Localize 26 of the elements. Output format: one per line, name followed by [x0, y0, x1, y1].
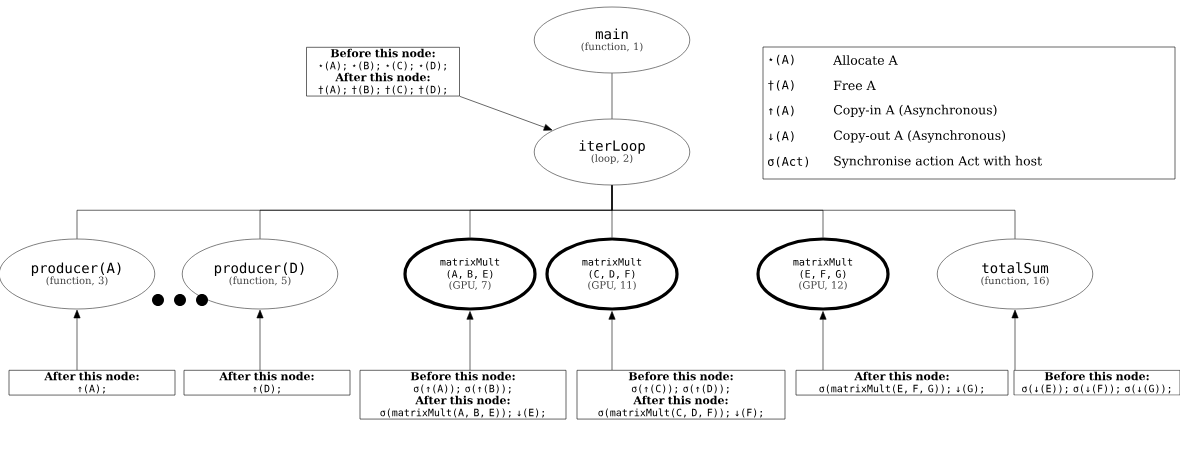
tree-line [611, 184, 1016, 240]
arrow [608, 311, 616, 371]
annotation-box: Before this node: σ(↓(E)); σ(↓(F)); σ(↓(G)); [1013, 370, 1180, 396]
legend-symbol: ↑(A) [768, 105, 794, 117]
legend-description: Synchronise action Act with host [834, 155, 1042, 169]
annotation-box: After this node: ↑(A); [8, 370, 176, 396]
arrow [466, 311, 474, 371]
annotation-box: After this node: σ(matrixMult(E, F, G)); ↓(G); [795, 370, 1009, 396]
arrow [1011, 309, 1019, 371]
annotation-box: Before this node: ⋆(A); ⋆(B); ⋆(C); ⋆(D); After this node: †(A); †(B); †(C); †(D); [306, 47, 460, 97]
legend-symbol: σ(Act) [768, 156, 809, 168]
legend-symbol: ⋆(A) [768, 54, 794, 66]
arrow [819, 311, 827, 371]
annotation-box: Before this node: σ(↑(C)); σ(↑(D)); After this node: σ(matrixMult(C, D, F)); ↓(F); [576, 370, 786, 420]
tree-line [611, 72, 613, 120]
legend-description: Copy-in A (Asynchronous) [833, 104, 997, 118]
arrow [459, 96, 553, 131]
legend-symbol: †(A) [768, 80, 794, 91]
arrow [256, 309, 264, 371]
legend-description: Allocate A [833, 55, 898, 65]
annotation-box: After this node: ↑(D); [183, 370, 351, 396]
arrow [73, 309, 81, 371]
annotation-box: Before this node: σ(↑(A)); σ(↑(B)); After this node: σ(matrixMult(A, B, E)); ↓(E); [359, 370, 567, 420]
legend-description: Copy-out A (Asynchronous) [833, 130, 1006, 143]
legend-symbol: ↓(A) [768, 131, 794, 142]
legend-description: Free A [833, 80, 876, 91]
